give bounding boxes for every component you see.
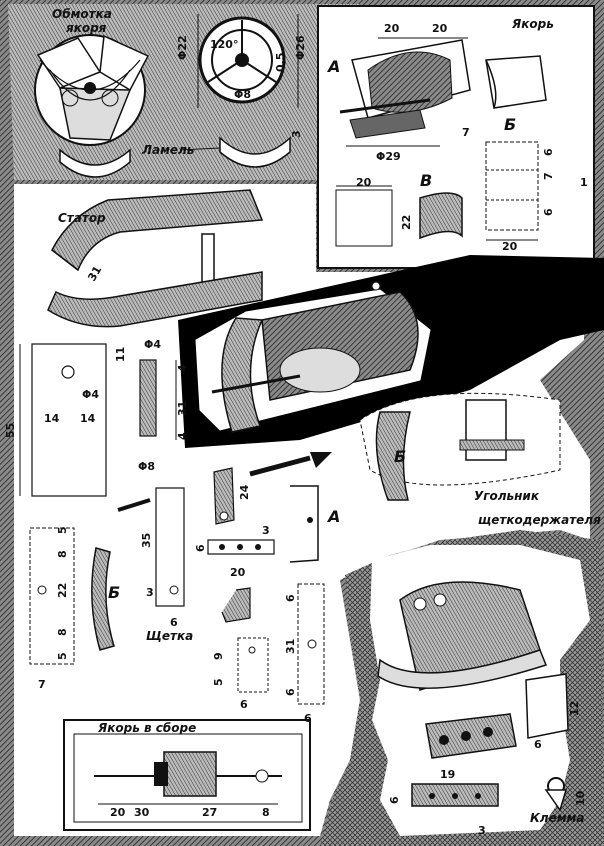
dim-sp4b: 4	[176, 432, 189, 440]
dim-c3: 3	[262, 524, 270, 537]
dim-sp4: 4	[176, 364, 189, 372]
dim-v7b: 7	[542, 172, 555, 180]
dim-d29: Φ29	[376, 150, 401, 163]
dim-g6: 6	[240, 698, 248, 711]
dim-b20: 20	[502, 240, 518, 253]
winding-label-1: Обмотка	[52, 7, 112, 21]
ugolnik-label-1: Угольник	[474, 489, 540, 503]
dim-b22: 22	[56, 583, 69, 598]
yakor-panel-drawings	[335, 37, 547, 247]
ugolnik-label-2: щеткодержателя	[478, 513, 601, 527]
dim-a120: 120°	[210, 38, 238, 51]
dim-g5: 5	[212, 678, 225, 686]
dim-c6: 6	[194, 544, 207, 552]
dim-a6c: 6	[304, 712, 312, 725]
dim-b8b: 8	[56, 628, 69, 636]
dim-sh35: 35	[140, 533, 153, 548]
yakor-label: Якорь	[511, 17, 554, 31]
dim-v6: 6	[542, 148, 555, 156]
dim-k19: 19	[440, 768, 455, 781]
brush-holder-drawing	[359, 392, 561, 501]
labels: Обмотка якоря Ламель Якорь Статор Угольн…	[52, 7, 601, 825]
dim-v1: 1	[580, 176, 588, 189]
dim-k12: 12	[568, 701, 581, 716]
letter-a-top: А	[326, 57, 340, 76]
dim-d4b: Φ4	[82, 388, 99, 401]
dim-v7: 7	[462, 126, 470, 139]
dim-a6b: 6	[284, 688, 297, 696]
dim-v6b: 6	[542, 208, 555, 216]
letter-b-top: Б	[504, 115, 516, 134]
yakor-assembled-label: Якорь в сборе	[97, 721, 196, 735]
letter-v: В	[420, 171, 432, 190]
dim-sp8: Φ8	[138, 460, 155, 473]
dim-v11: 11	[114, 347, 127, 362]
letter-b-mid: Б	[394, 447, 406, 466]
dim-a31: 31	[284, 639, 297, 654]
dim-g9: 9	[212, 652, 225, 660]
dim-asm27: 27	[202, 806, 217, 819]
dimensions: Φ22 Φ26 120° Φ8 0,5 3 20 20 Φ29 7 6 7 1 …	[4, 22, 588, 837]
dim-v3: 3	[290, 130, 303, 138]
winding-label-2: якоря	[65, 21, 107, 35]
dim-v05: 0,5	[274, 53, 287, 73]
dim-b8a: 8	[56, 550, 69, 558]
yakor-assembled-panel	[63, 719, 311, 831]
letter-b-left: Б	[108, 583, 120, 602]
dim-y20b: 20	[432, 22, 448, 35]
dim-d8: Φ8	[234, 88, 251, 101]
dim-c24: 24	[238, 484, 251, 500]
lower-right-assembly-drawing	[377, 581, 569, 812]
lamel-label: Ламель	[141, 143, 194, 157]
dim-d4: Φ4	[144, 338, 161, 351]
dim-asm8: 8	[262, 806, 270, 819]
dim-b5a: 5	[56, 526, 69, 534]
dim-asm30: 30	[134, 806, 150, 819]
dim-sh6: 6	[170, 616, 178, 629]
dim-b7: 7	[38, 678, 46, 691]
dim-sh3: 3	[146, 586, 154, 599]
dim-d26: Φ26	[294, 35, 307, 60]
stator-label: Статор	[58, 211, 106, 225]
dim-d22: Φ22	[176, 35, 189, 60]
stator-drawing	[47, 189, 264, 328]
dim-b5b: 5	[56, 652, 69, 660]
dim-k6b: 6	[388, 796, 401, 804]
shchetka-label: Щетка	[146, 629, 193, 643]
dim-a6a: 6	[284, 594, 297, 602]
dim-v14b: 14	[80, 412, 96, 425]
motor-assembly-drawing	[195, 281, 431, 433]
flat-parts-drawings	[19, 343, 332, 705]
dim-k3: 3	[478, 824, 486, 837]
dim-asm20: 20	[110, 806, 126, 819]
commutator-winding-views	[34, 14, 299, 178]
dim-k6: 6	[534, 738, 542, 751]
dim-c20: 20	[230, 566, 246, 579]
dim-k10: 10	[574, 790, 587, 806]
dim-y20a: 20	[384, 22, 400, 35]
klemma-label: Клемма	[530, 811, 584, 825]
letter-a-mid: А	[326, 507, 340, 526]
dim-v22: 22	[400, 215, 413, 230]
dim-h55: 55	[4, 423, 17, 438]
dim-sp31: 31	[176, 401, 189, 416]
dim-b20w: 20	[356, 176, 372, 189]
dim-v14a: 14	[44, 412, 60, 425]
